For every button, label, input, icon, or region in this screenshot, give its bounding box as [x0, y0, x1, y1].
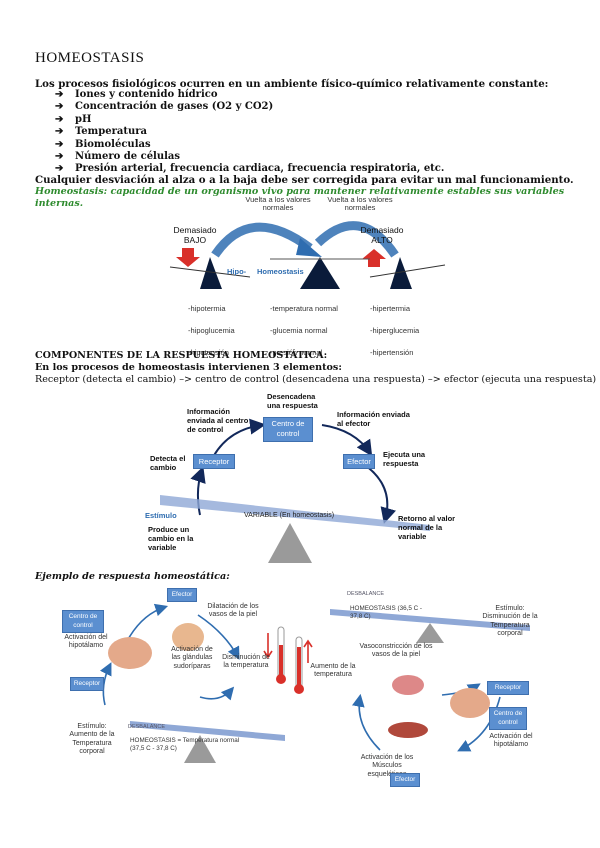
fulcrum-center [300, 257, 340, 289]
list-item: ➔Iones y contenido hídrico [55, 89, 218, 100]
ex-control-box-right: Centro de control [489, 707, 527, 730]
ex-receptor-box-right: Receptor [487, 681, 529, 695]
ex-increase-label: Aumento de la temperatura [310, 663, 356, 679]
arrow-head-left [296, 238, 322, 257]
intro-text: Los procesos fisiológicos ocurren en un … [35, 78, 549, 90]
arrow-icon: ➔ [55, 101, 64, 113]
return-normal-right: Vuelta a los valores normales [327, 195, 393, 213]
left-balance-beam [130, 721, 285, 741]
ex-decrease-label: Disminución de la temperatura [222, 654, 270, 670]
arrow-to-effector [321, 424, 373, 457]
right-fulcrum [416, 623, 444, 643]
list-item: ➔Presión arterial, frecuencia cardiaca, … [55, 163, 445, 175]
arrow-to-variable [361, 462, 396, 524]
list-item: ➔pH [55, 113, 92, 125]
return-arrow-left [211, 222, 313, 258]
arrow-icon: ➔ [55, 113, 64, 125]
definition-text: Homeostasis: capacidad de un organismo v… [35, 186, 565, 210]
left-fulcrum [184, 735, 216, 763]
info-right-label: Información enviada al efector [337, 410, 410, 428]
arrow-icon: ➔ [55, 126, 64, 138]
ex-hypothalamus-left: Activación del hipotálamo [64, 634, 108, 650]
ex-imbalance-right: DESBALANCE [347, 591, 384, 597]
list-item: ➔Biomoléculas [55, 138, 151, 150]
too-low-label: Demasiado BAJO [173, 225, 217, 245]
ex-imbalance-left: DESBALANCE [128, 724, 165, 730]
deviation-text: Cualquier desviación al alza o a la baja… [35, 174, 574, 186]
low-conditions: -hipotermia-hipoglucemia-hipotensión [188, 304, 235, 357]
ex-stimulus-left: Estímulo: Aumento de la Temperatura corp… [69, 723, 115, 756]
ex-receptor-box-left: Receptor [70, 677, 104, 691]
arrow-stimulus [190, 466, 206, 516]
return-label: Retorno al valor normal de la variable [398, 514, 456, 541]
components-line1: En los procesos de homeostasis intervien… [35, 362, 342, 373]
info-left-label: Información enviada al centro de control [187, 407, 249, 434]
ex-effector-box-right: Efector [390, 773, 420, 787]
left-cycle-arrow-3 [99, 662, 112, 706]
ex-muscles-label: Activación de los Músculos esqueléticos [360, 754, 414, 778]
high-conditions: -hipertermia-hiperglucemia-hipertensión [370, 304, 420, 357]
normal-conditions: -temperatura normal-glucemia normal-pres… [270, 304, 338, 357]
too-high-label: Demasiado ALTO [360, 225, 404, 245]
brain-icon-right [450, 688, 490, 718]
components-heading: COMPONENTES DE LA RESPUESTA HOMEOSTÁTICA… [35, 350, 328, 361]
ex-control-box-left: Centro de control [62, 610, 104, 633]
return-normal-left: Vuelta a los valores normales [245, 195, 311, 213]
return-arrow-right [314, 221, 399, 258]
fulcrum-right [390, 257, 412, 289]
list-item: ➔Temperatura [55, 126, 147, 138]
executes-label: Ejecuta una respuesta [383, 450, 426, 468]
beam-right [369, 264, 446, 278]
variable-label: VARIABLE (En homeostasis) [244, 512, 335, 519]
right-cycle-arrow-1 [457, 696, 501, 752]
brain-icon-left [108, 637, 152, 669]
ex-glands-label: Activación de las glándulas sudoríparas [171, 646, 213, 670]
up-arrow-icon [303, 639, 313, 663]
arrow-icon: ➔ [55, 163, 64, 175]
left-cycle-arrow-4 [199, 686, 235, 701]
list-item: ➔Número de células [55, 151, 181, 163]
example-diagram [99, 603, 530, 763]
detects-label: Detecta el cambio [150, 454, 186, 472]
trigger-label: Desencadena una respuesta [267, 392, 318, 410]
ex-homeostasis-right: HOMEOSTASIS (36,5 C - 37,8 C) [350, 605, 422, 621]
list-item: ➔Concentración de gases (O2 y CO2) [55, 101, 274, 113]
down-arrow-icon [263, 633, 273, 659]
effector-box: Efector [343, 454, 375, 469]
variable-beam [160, 495, 430, 531]
ex-hypothalamus-right: Activación del hipotálamo [489, 733, 533, 749]
variables-list: ➔Iones y contenido hídrico ➔Concentració… [55, 89, 444, 176]
arrow-icon: ➔ [55, 151, 64, 163]
components-line2: Receptor (detecta el cambio) –> centro d… [35, 374, 597, 385]
muscle-icon [388, 722, 428, 738]
page-title: HOMEOSTASIS [35, 50, 145, 66]
stimulus-label: Estímulo [145, 511, 177, 520]
vessels-icon [392, 675, 424, 695]
ex-effector-box-left: Efector [167, 588, 197, 602]
right-cycle-arrow-2 [352, 693, 381, 751]
skin-icon [172, 623, 204, 651]
fulcrum [268, 523, 312, 563]
down-arrow-icon [176, 248, 200, 267]
fulcrum-left [200, 257, 222, 289]
hipo-label: Hipo- [227, 267, 247, 276]
example-heading: Ejemplo de respuesta homeostática: [35, 571, 230, 582]
control-center-box: Centro de control [263, 417, 313, 442]
right-balance-beam [330, 609, 530, 631]
beam-left [169, 266, 251, 278]
ex-homeostasis-left: HOMEOSTASIS = Temperatura normal (37,5 C… [130, 737, 240, 753]
left-cycle-arrow-2 [197, 614, 240, 660]
ex-stimulus-right: Estímulo: Disminución de la Temperatura … [482, 605, 538, 638]
receptor-box: Receptor [193, 454, 235, 469]
produces-label: Produce un cambio en la variable [148, 525, 194, 552]
homeostasis-label: Homeostasis [257, 267, 304, 276]
up-arrow-icon [362, 249, 386, 267]
balance-diagram [169, 221, 446, 289]
ex-vasoconstriction-label: Vasoconstricción de los vasos de la piel [359, 643, 433, 659]
arrow-icon: ➔ [55, 89, 64, 100]
arrow-icon: ➔ [55, 138, 64, 150]
ex-dilation-label: Dilatación de los vasos de la piel [207, 603, 259, 619]
